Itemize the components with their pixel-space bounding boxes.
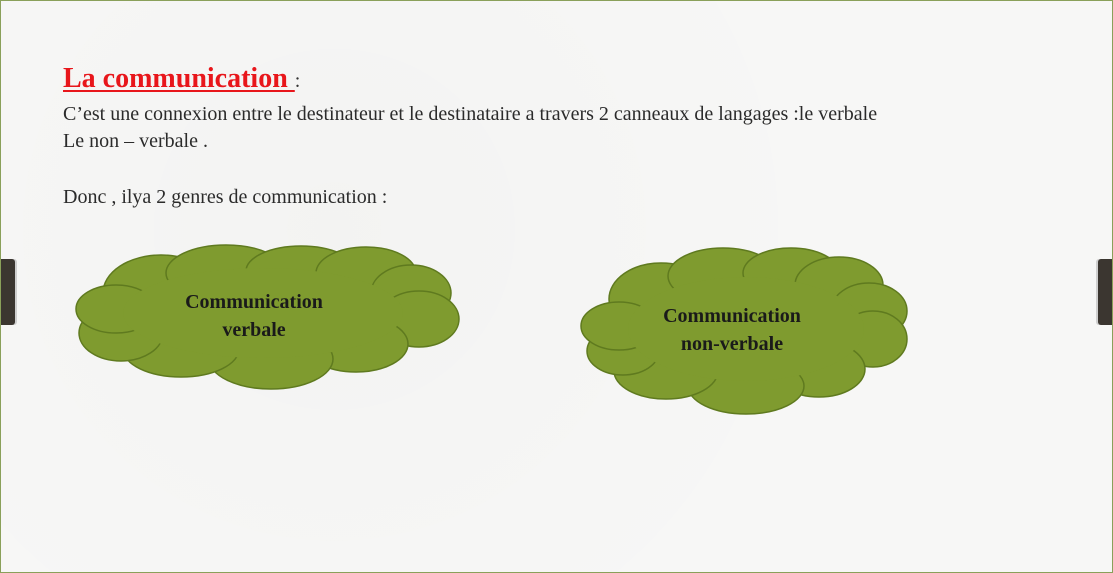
- title-colon: :: [294, 70, 301, 92]
- paragraph-definition: C’est une connexion entre le destinateur…: [63, 103, 878, 125]
- slide-prev-handle[interactable]: [1, 259, 15, 325]
- cloud-nonverbal-line1: Communication: [663, 305, 801, 327]
- cloud-nonverbal-line2: non-verbale: [681, 333, 783, 355]
- paragraph-continuation: Le non – verbale .: [63, 130, 208, 152]
- cloud-verbal-line2: verbale: [222, 319, 285, 341]
- slide-next-handle[interactable]: [1098, 259, 1112, 325]
- paragraph-genres: Donc , ilya 2 genres de communication :: [63, 186, 388, 208]
- cloud-nonverbal: Communication non-verbale: [580, 247, 908, 415]
- cloud-verbal: Communication verbale: [75, 244, 460, 390]
- slide-title: La communication: [63, 63, 295, 94]
- cloud-verbal-line1: Communication: [185, 291, 323, 313]
- title-line: La communication :: [63, 63, 300, 95]
